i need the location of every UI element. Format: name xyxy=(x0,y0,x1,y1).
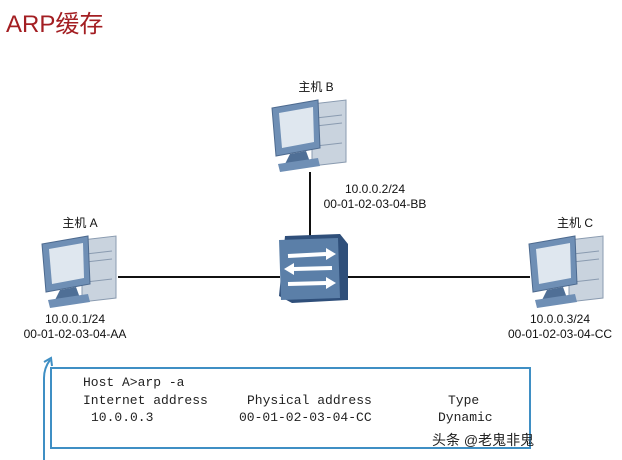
row-type: Dynamic xyxy=(438,410,493,425)
page-title: ARP缓存 xyxy=(6,11,104,38)
host-a-ip: 10.0.0.1/24 xyxy=(44,312,106,326)
host-a-computer-icon xyxy=(41,235,117,309)
watermark: 头条 @老鬼非鬼 xyxy=(432,432,535,448)
host-b-ip: 10.0.0.2/24 xyxy=(344,182,406,196)
host-c-computer-icon xyxy=(528,235,604,309)
arp-table-terminal: Host A>arp -a Internet address Physical … xyxy=(50,367,531,449)
host-b-mac: 00-01-02-03-04-BB xyxy=(323,197,427,211)
row-mac: 00-01-02-03-04-CC xyxy=(239,410,372,425)
header-type: Type xyxy=(448,393,480,408)
arrow-icon xyxy=(43,356,53,460)
switch-icon xyxy=(279,234,348,303)
row-ip: 10.0.0.3 xyxy=(91,410,154,425)
host-c-name: 主机 C xyxy=(556,216,593,230)
host-a-mac: 00-01-02-03-04-AA xyxy=(23,327,127,341)
host-c-mac: 00-01-02-03-04-CC xyxy=(507,327,613,341)
header-internet-address: Internet address xyxy=(83,393,208,408)
host-b-name: 主机 B xyxy=(298,80,334,94)
host-a-name: 主机 A xyxy=(62,216,98,230)
header-physical-address: Physical address xyxy=(247,393,372,408)
host-c-ip: 10.0.0.3/24 xyxy=(529,312,591,326)
host-b-computer-icon xyxy=(271,99,347,173)
terminal-command: Host A>arp -a xyxy=(83,375,185,390)
